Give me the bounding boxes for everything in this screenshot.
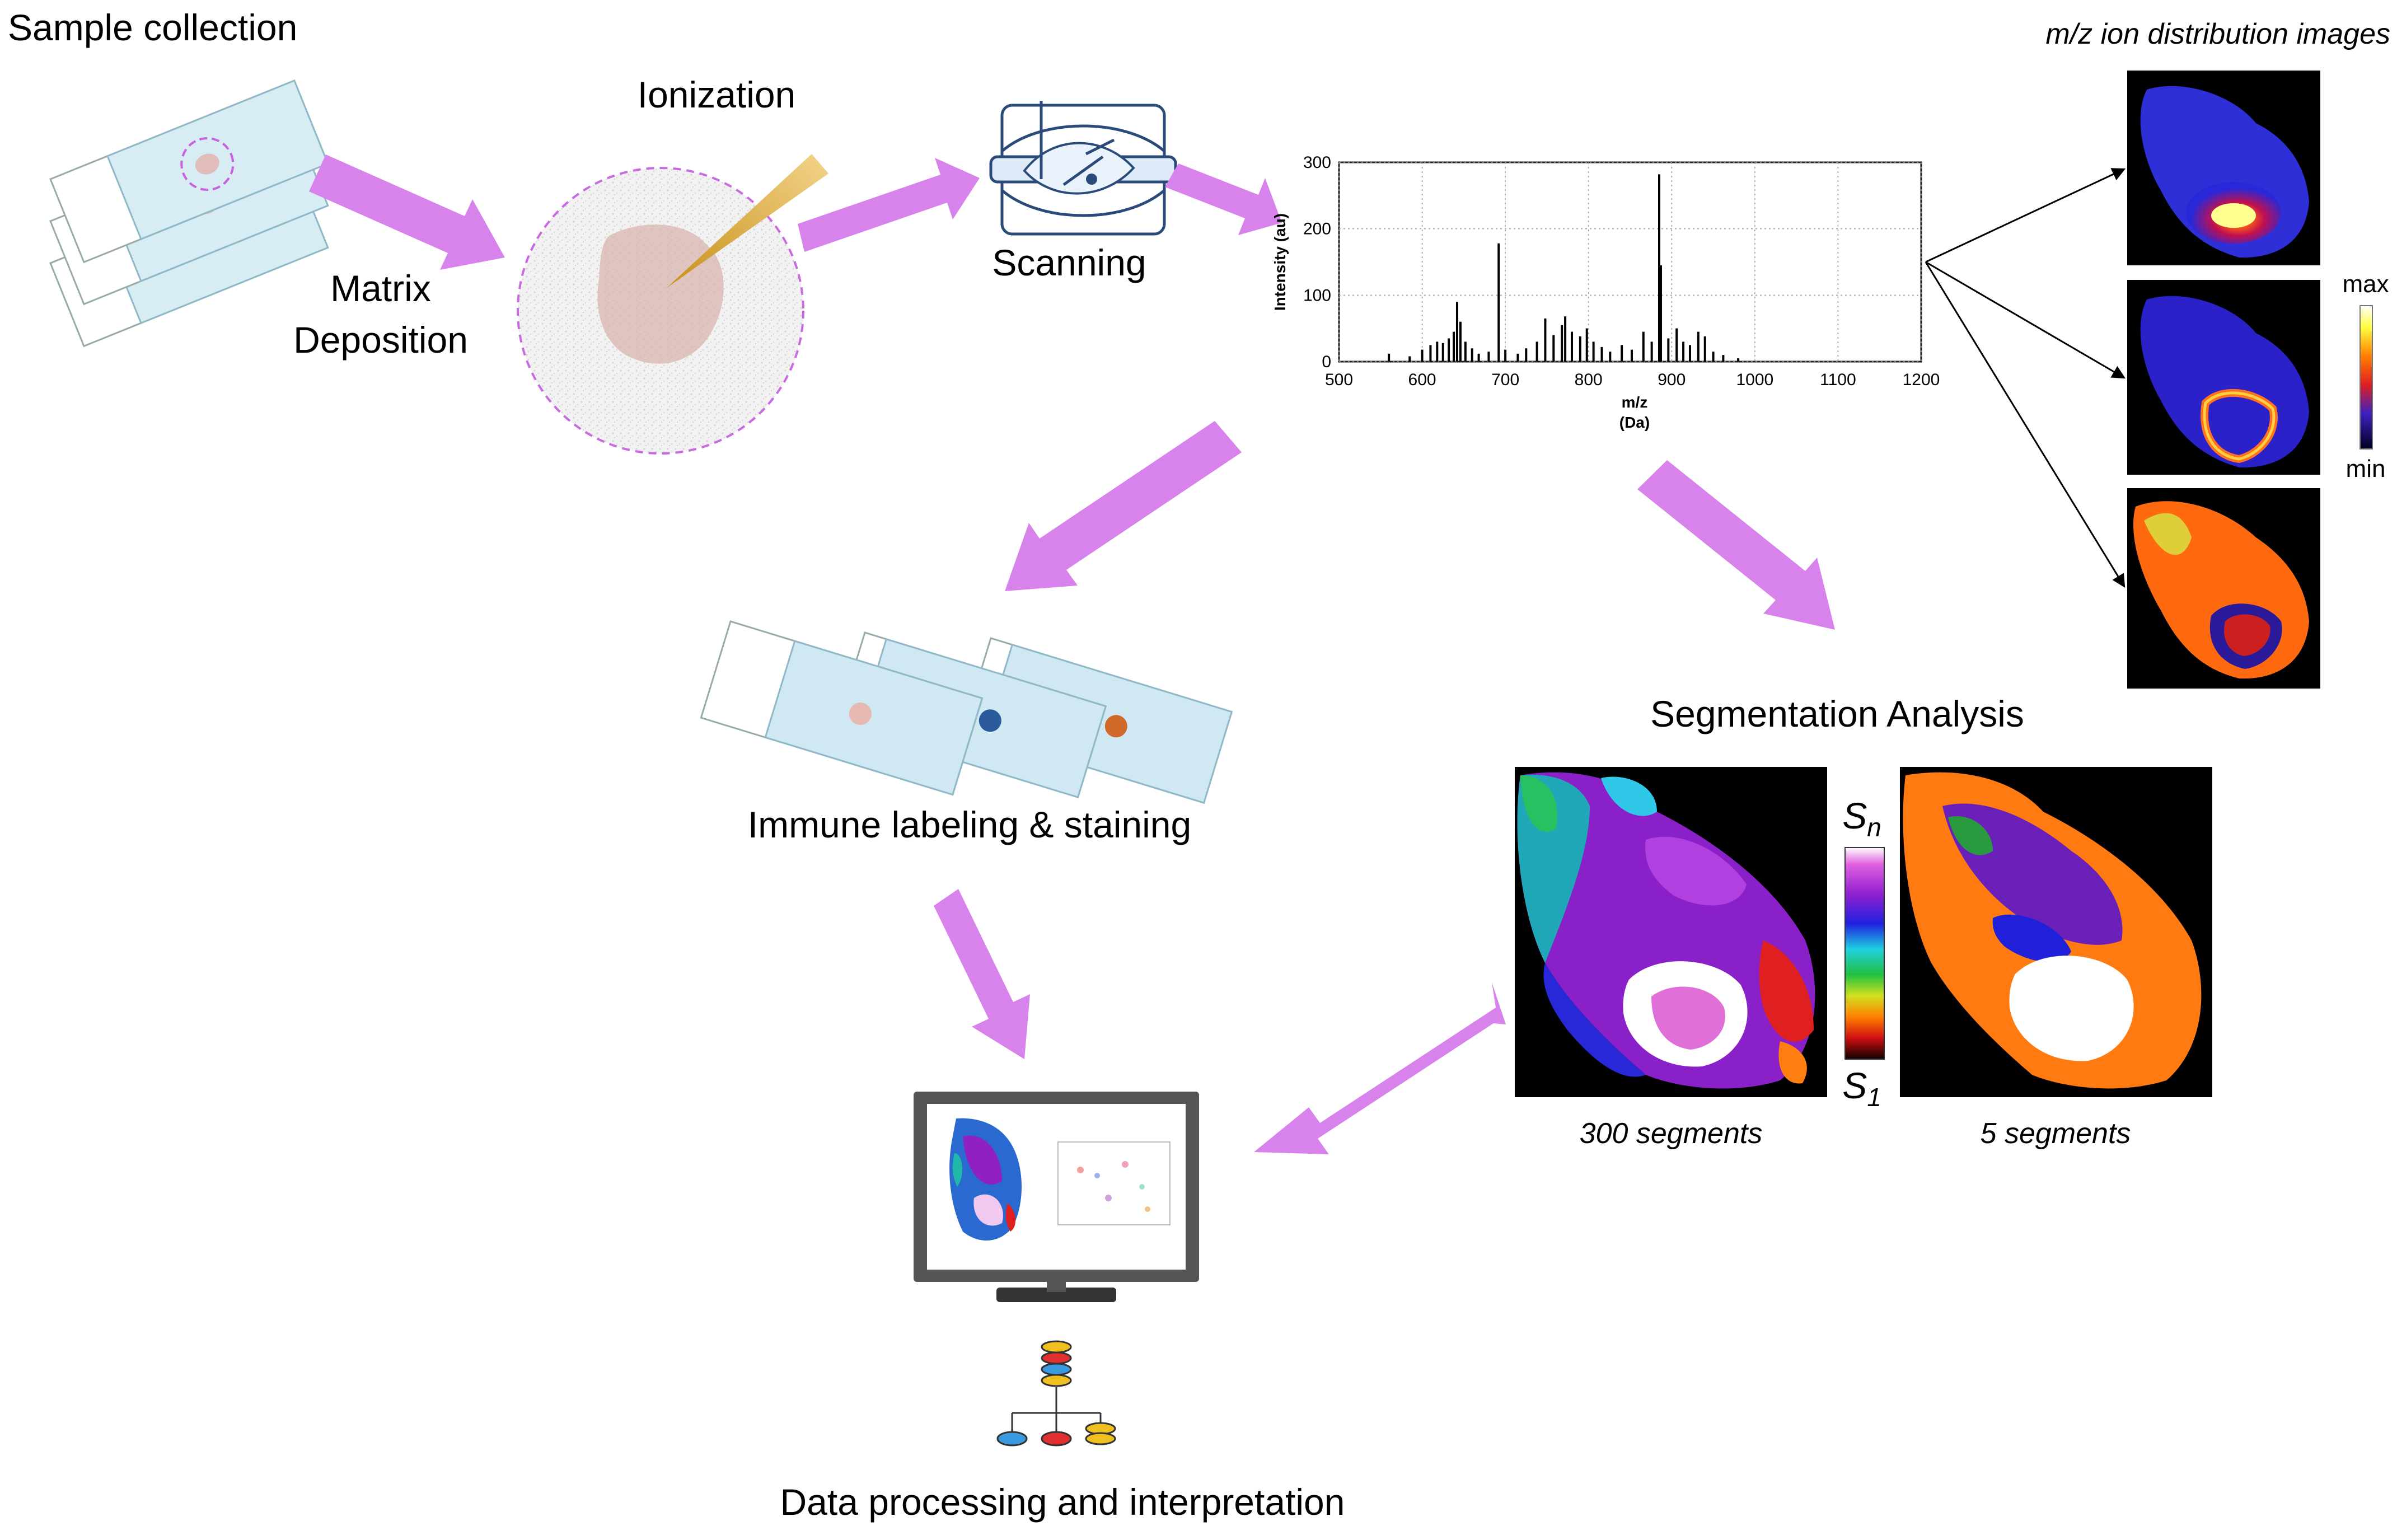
deposition-label: Deposition [293,319,468,361]
y-axis-title: Intensity (au) [1271,213,1289,311]
segmentation-image-300 [1515,767,1827,1097]
x-tick-label: 700 [1491,371,1519,389]
segmentation-title: Segmentation Analysis [1650,693,2024,734]
x-tick-label: 1200 [1903,371,1940,389]
arrow-to-computer [1254,982,1506,1154]
ion-image-1 [2127,71,2320,265]
arrow-to-ionization [309,155,505,270]
y-tick-label: 300 [1303,153,1331,172]
stained-slides [700,620,1233,804]
x-tick-label: 600 [1408,371,1436,389]
data-processing-label: Data processing and interpretation [780,1481,1345,1523]
spectrum-to-ion-image-arrows [1925,168,2126,588]
immune-labeling-label: Immune labeling & staining [748,804,1191,845]
x-tick-label: 800 [1575,371,1603,389]
ionization-label: Ionization [638,74,796,115]
sample-collection-label: Sample collection [8,7,297,48]
ion-image-2 [2127,280,2320,475]
ion-images-title: m/z ion distribution images [2045,18,2390,50]
y-tick-label: 100 [1303,286,1331,305]
arrow-to-spectrum [1165,163,1282,235]
arrow-to-segmentation [1637,460,1835,630]
segmentation-colorbar: Sn S1 [1842,795,1885,1112]
sn-label: Sn [1842,795,1881,842]
mass-analyzer-icon [989,101,1177,236]
computer-monitor [914,1092,1199,1302]
colorbar-min-label: min [2346,455,2386,483]
x-tick-label: 1100 [1820,371,1856,389]
x-axis-title: m/z [1622,394,1648,411]
colorbar-max-label: max [2342,270,2389,298]
matrix-label: Matrix [330,268,431,309]
x-tick-label: 900 [1658,371,1686,389]
mass-spectrum-chart: 500 600 700 800 900 1000 1100 1200 0 100 200 300 In… [1271,153,1940,431]
arrow-to-scanning [798,158,980,252]
ion-colorbar: max min [2342,270,2389,483]
ion-image-3 [2127,488,2320,689]
x-axis-unit: (Da) [1619,414,1650,431]
arrow-to-immune-labeling [1005,421,1242,591]
scanning-label: Scanning [992,242,1146,283]
y-tick-label: 0 [1322,353,1331,371]
chart-frame [1338,161,1922,363]
x-tick-label: 1000 [1736,371,1773,389]
segments-300-label: 300 segments [1580,1117,1763,1150]
arrow-immune-to-computer [934,889,1030,1059]
segmentation-image-5 [1900,767,2212,1097]
segments-5-label: 5 segments [1981,1117,2131,1150]
glass-slides-stack [49,79,329,348]
x-tick-label: 500 [1325,371,1353,389]
database-tree-icon [996,1340,1116,1447]
ionization-illustration [517,154,828,455]
y-tick-label: 200 [1303,220,1331,238]
s1-label: S1 [1842,1065,1881,1112]
